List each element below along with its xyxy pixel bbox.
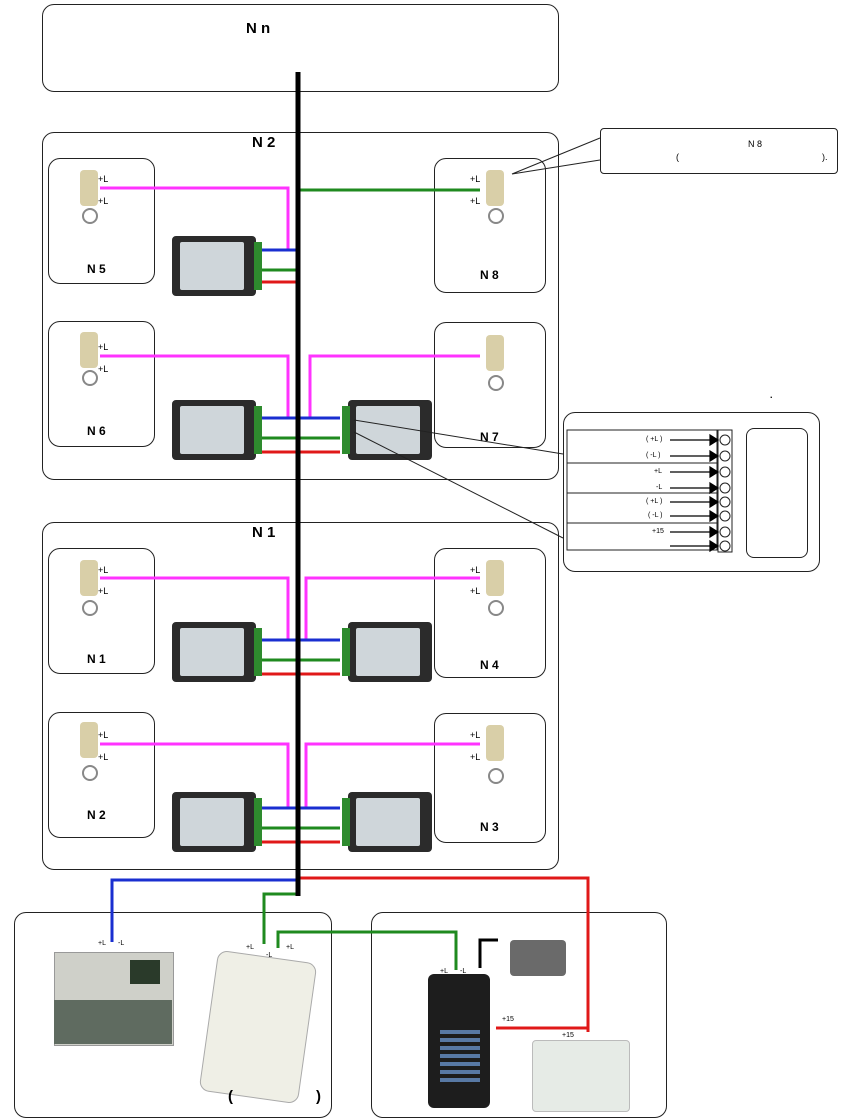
apt-label-n8: N 8: [480, 268, 499, 282]
cord-icon: [488, 600, 504, 616]
building-title: N n: [246, 20, 271, 37]
phone-plus-l-2: +L: [286, 944, 294, 951]
terminal-label: +15: [652, 528, 664, 535]
psu-plus15: +15: [562, 1032, 574, 1039]
plus-l-label: +L: [470, 565, 481, 575]
apt-label-n2: N 2: [87, 808, 106, 822]
terminal-label: ( +L ): [646, 436, 663, 443]
handset-icon: [80, 332, 98, 368]
terminal-label: ( -L ): [648, 512, 663, 519]
floor-1-title: N 1: [252, 524, 276, 541]
apt-box-n2: [48, 712, 155, 838]
callout-box: [600, 128, 838, 174]
concierge-note-close: ): [316, 1088, 321, 1105]
apt-label-n7: N 7: [480, 430, 499, 444]
handset-icon: [80, 560, 98, 596]
cord-icon: [82, 370, 98, 386]
apt-label-n6: N 6: [87, 424, 106, 438]
callout-close: ).: [822, 152, 828, 162]
plus-l-label: +L: [98, 174, 109, 184]
floor-module: [342, 622, 432, 682]
entry-minus-l: -L: [460, 968, 467, 975]
concierge-panel-bottom: [54, 1000, 172, 1044]
cord-icon: [82, 600, 98, 616]
plus-l-label: +L: [98, 364, 109, 374]
power-supply: [532, 1040, 630, 1112]
terminal-label: -L: [656, 484, 663, 491]
apt-label-n1: N 1: [87, 652, 106, 666]
floor-2-title: N 2: [252, 134, 276, 151]
phone-plus-l: +L: [246, 944, 254, 951]
plus-l-label: +L: [98, 342, 109, 352]
relay-device: [510, 940, 566, 976]
floor-module: [172, 400, 262, 460]
apt-box-n5: [48, 158, 155, 284]
handset-icon: [486, 335, 504, 371]
handset-icon: [486, 170, 504, 206]
cord-icon: [488, 375, 504, 391]
phone-minus-l: -L: [266, 952, 273, 959]
handset-icon: [486, 560, 504, 596]
handset-icon: [486, 725, 504, 761]
callout-open: (: [676, 152, 679, 162]
apt-label-n3: N 3: [480, 820, 499, 834]
plus-l-label: +L: [470, 174, 481, 184]
plus-l-label: +L: [98, 752, 109, 762]
apt-label-n4: N 4: [480, 658, 499, 672]
floor-module: [172, 792, 262, 852]
handset-icon: [80, 170, 98, 206]
concierge-plus-l: +L: [98, 940, 106, 947]
cord-icon: [82, 765, 98, 781]
floor-module: [342, 792, 432, 852]
apt-box-n6: [48, 321, 155, 447]
plus-l-label: +L: [470, 730, 481, 740]
plus-l-label: +L: [98, 565, 109, 575]
cord-icon: [82, 208, 98, 224]
plus-l-label: +L: [98, 586, 109, 596]
handset-icon: [80, 722, 98, 758]
floor-module: [172, 236, 262, 296]
plus-l-label: +L: [470, 586, 481, 596]
floor-module: [172, 622, 262, 682]
cord-icon: [488, 768, 504, 784]
plus-l-label: +L: [470, 196, 481, 206]
concierge-minus-l: -L: [118, 940, 125, 947]
concierge-panel-screen: [130, 960, 160, 984]
plus-l-label: +L: [98, 730, 109, 740]
entry-plus-l: +L: [440, 968, 448, 975]
callout-line1: N 8: [748, 139, 763, 149]
apt-box-n1: [48, 548, 155, 674]
plus-l-label: +L: [470, 752, 481, 762]
terminal-label: ( -L ): [646, 452, 661, 459]
plus-l-label: +L: [98, 196, 109, 206]
apt-label-n5: N 5: [87, 262, 106, 276]
entry-plus15: +15: [502, 1016, 514, 1023]
entry-panel-keypad: [440, 1030, 480, 1086]
terminal-label: ( +L ): [646, 498, 663, 505]
terminal-detail-dot: .: [770, 390, 773, 400]
terminal-label: +L: [654, 468, 662, 475]
concierge-note-open: (: [228, 1088, 233, 1105]
terminal-detail-device: [746, 428, 808, 558]
cord-icon: [488, 208, 504, 224]
